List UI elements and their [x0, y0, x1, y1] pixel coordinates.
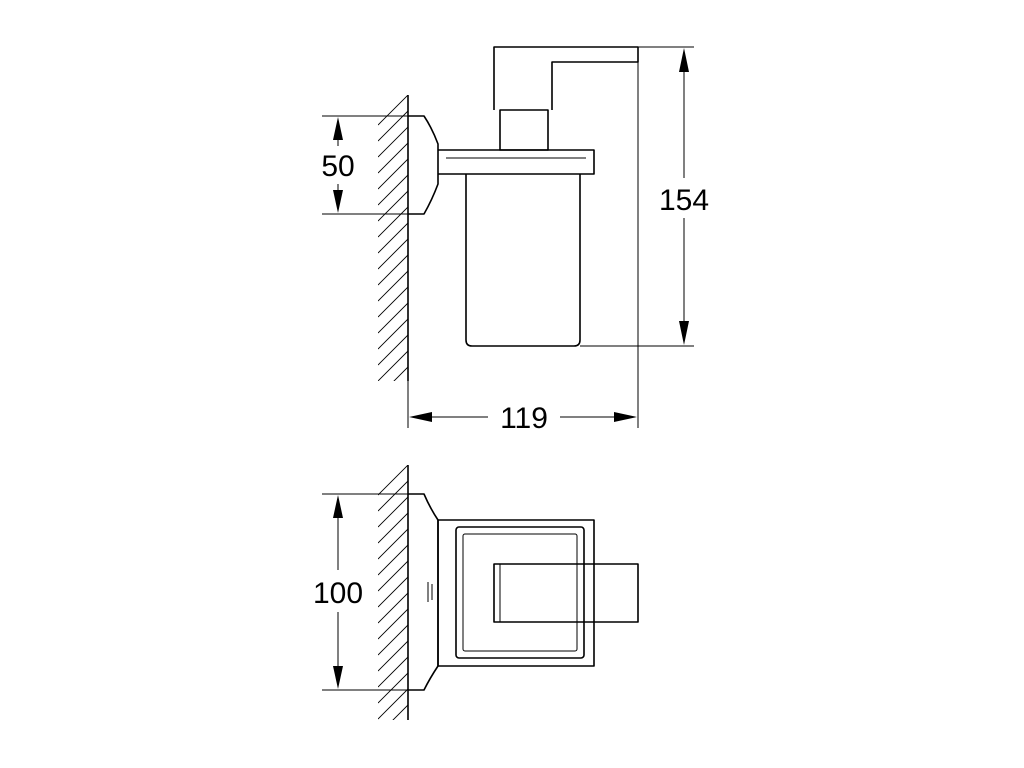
- dim-plate-height: 100: [313, 495, 363, 689]
- wall-mount: [408, 115, 439, 215]
- dim-bracket-height-label: 50: [321, 150, 354, 183]
- pump-head-top: [493, 563, 639, 623]
- dim-projection-label: 119: [500, 402, 548, 435]
- pump-head: [493, 46, 639, 110]
- side-view: 154 50 119: [321, 46, 709, 435]
- wall-hatch-bottom: [378, 465, 408, 720]
- dim-bracket-height: 50: [321, 117, 355, 213]
- holder-ring-inner: [455, 526, 585, 659]
- wall-hatch-top: [378, 95, 408, 381]
- holder-arm: [438, 149, 595, 175]
- pump-neck: [499, 109, 549, 151]
- dim-total-height: 154: [659, 48, 709, 345]
- dim-total-height-label: 154: [659, 184, 709, 217]
- top-view: 100: [313, 465, 639, 720]
- holder-ring-outer: [437, 519, 595, 667]
- dim-plate-height-label: 100: [313, 577, 363, 610]
- soap-container: [465, 174, 581, 347]
- holder-ring-inset: [462, 533, 578, 652]
- dim-projection: 119: [409, 402, 637, 435]
- wall-plate: [408, 493, 439, 691]
